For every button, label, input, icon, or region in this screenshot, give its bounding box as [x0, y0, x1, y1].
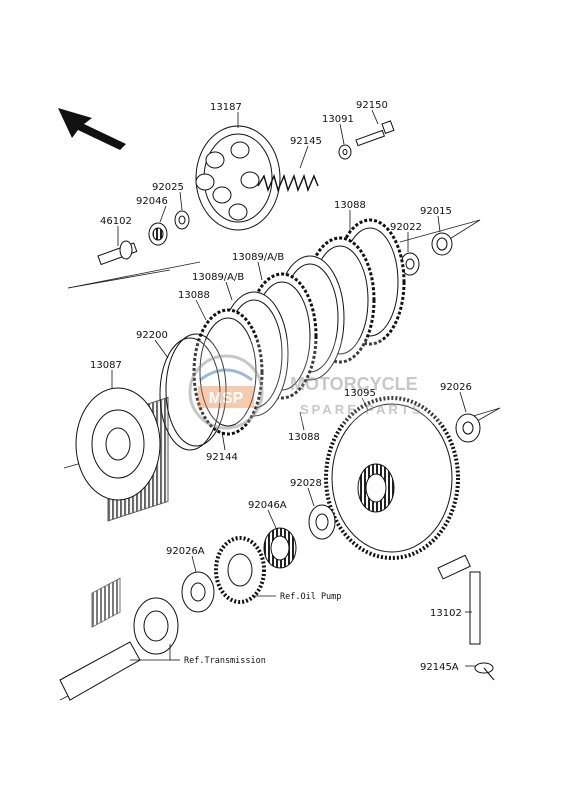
release-parts — [97, 210, 190, 266]
label-13091: 13091 — [322, 114, 354, 125]
clutch-spring — [257, 173, 319, 193]
label-92026: 92026 — [440, 382, 472, 393]
washer-and-bolt — [338, 120, 395, 160]
label-92046A: 92046A — [248, 500, 287, 511]
release-lever — [437, 554, 495, 681]
sleeve-and-needle-bearing — [263, 504, 336, 569]
label-13088-top: 13088 — [334, 200, 366, 211]
label-13088-mid: 13088 — [178, 290, 210, 301]
label-92144: 92144 — [206, 452, 238, 463]
label-92145: 92145 — [290, 136, 322, 147]
watermark: MSP MOTORCYCLE SPARE PARTS — [186, 340, 458, 430]
hub-nut-washer — [400, 232, 453, 276]
label-92026A: 92026A — [166, 546, 205, 557]
pressure-plate — [195, 125, 281, 231]
label-13089-upper: 13089/A/B — [232, 252, 284, 263]
front-direction-arrow — [58, 108, 126, 150]
watermark-line2: SPARE PARTS — [300, 402, 424, 417]
label-92145A: 92145A — [420, 662, 459, 673]
part-labels: 13187 92150 13091 92145 92025 92046 4610… — [90, 100, 472, 673]
reference-labels: Ref.Oil Pump Ref.Transmission — [184, 592, 341, 666]
label-13102: 13102 — [430, 608, 462, 619]
thrust-washer-a — [181, 571, 215, 613]
judder-spring-seat — [159, 333, 227, 451]
ref-transmission: Ref.Transmission — [184, 656, 266, 666]
label-92015: 92015 — [420, 206, 452, 217]
watermark-line1: MOTORCYCLE — [290, 374, 418, 394]
watermark-badge: MSP — [188, 354, 264, 430]
label-92200: 92200 — [136, 330, 168, 341]
label-92028: 92028 — [290, 478, 322, 489]
label-92150: 92150 — [356, 100, 388, 111]
label-92022: 92022 — [390, 222, 422, 233]
thrust-washer — [455, 413, 481, 443]
label-46102: 46102 — [100, 216, 132, 227]
transmission-shaft — [59, 577, 179, 701]
ref-oil-pump: Ref.Oil Pump — [280, 592, 341, 602]
label-13089-lower: 13089/A/B — [192, 272, 244, 283]
clutch-hub — [75, 387, 169, 522]
label-92046: 92046 — [136, 196, 168, 207]
oil-pump-drive-gear — [214, 536, 266, 604]
label-13095: 13095 — [344, 388, 376, 399]
label-13088-bottom: 13088 — [288, 432, 320, 443]
label-92025: 92025 — [152, 182, 184, 193]
watermark-badge-text: MSP — [209, 390, 244, 407]
clutch-housing — [324, 396, 460, 560]
label-13087: 13087 — [90, 360, 122, 371]
leader-lines — [111, 109, 476, 667]
label-13187: 13187 — [210, 102, 242, 113]
